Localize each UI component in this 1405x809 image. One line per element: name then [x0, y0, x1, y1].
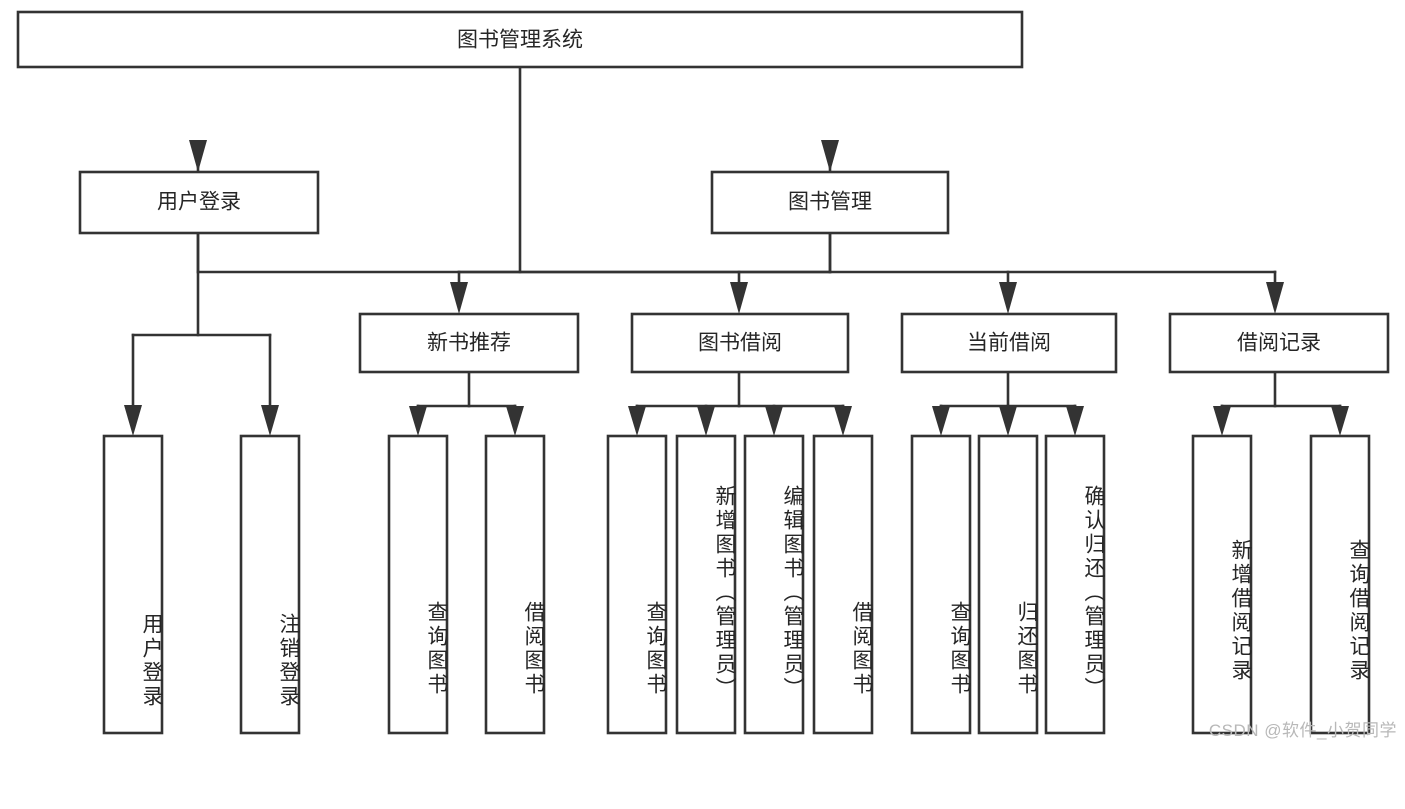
leaf-book-borrow-1-box[interactable]: [606, 434, 668, 735]
arrowhead-newbook-child-2: [506, 406, 524, 436]
arrowhead-borrow-child-1: [628, 406, 646, 436]
leaf-user-login-1-box[interactable]: [102, 434, 164, 735]
arrowhead-newbook: [450, 282, 468, 314]
node-new-book-label: 新书推荐: [427, 332, 511, 355]
node-user-login-label: 用户登录: [157, 191, 241, 214]
arrowhead-borrow-child-4: [834, 406, 852, 436]
tree-diagram-svg: 图书管理系统 用户登录 图书管理 新书推荐 图书借阅 当前借阅 借阅记录: [16, 10, 1390, 735]
leaf-user-login-2-box[interactable]: [239, 434, 301, 735]
leaf-book-borrow-4-box[interactable]: [812, 434, 874, 735]
leaf-current-borrow-2-box[interactable]: [977, 434, 1039, 735]
node-borrow-record-box[interactable]: [1168, 312, 1390, 374]
node-new-book-box[interactable]: [358, 312, 580, 374]
leaf-book-borrow-3-box[interactable]: [743, 434, 805, 735]
leaf-borrow-record-1-box[interactable]: [1191, 434, 1253, 735]
arrowhead-borrowrecord: [1266, 282, 1284, 314]
arrowhead-record-child-2: [1331, 406, 1349, 436]
node-layer: 图书管理系统 用户登录 图书管理 新书推荐 图书借阅 当前借阅 借阅记录: [16, 10, 1390, 735]
arrowhead-userlogin-child-1: [124, 405, 142, 436]
node-book-borrow-label: 图书借阅: [698, 332, 782, 355]
node-book-manage-box[interactable]: [710, 170, 950, 235]
leaf-borrow-record-2-box[interactable]: [1309, 434, 1371, 735]
leaf-current-borrow-3-box[interactable]: [1044, 434, 1106, 735]
arrowhead-borrow-child-3: [765, 406, 783, 436]
node-root-box[interactable]: [16, 10, 1024, 69]
arrowhead-current-child-1: [932, 406, 950, 436]
node-current-borrow-box[interactable]: [900, 312, 1118, 374]
arrowhead-bookborrow: [730, 282, 748, 314]
arrowhead-newbook-child-1: [409, 406, 427, 436]
leaf-book-borrow-2-box[interactable]: [675, 434, 737, 735]
arrowhead-book-manage: [821, 140, 839, 172]
leaf-current-borrow-1-box[interactable]: [910, 434, 972, 735]
node-current-borrow-label: 当前借阅: [967, 332, 1051, 355]
node-user-login-box[interactable]: [78, 170, 320, 235]
diagram-canvas: 图书管理系统 用户登录 图书管理 新书推荐 图书借阅 当前借阅 借阅记录: [16, 10, 1397, 740]
node-book-borrow-box[interactable]: [630, 312, 850, 374]
arrowhead-currentborrow: [999, 282, 1017, 314]
arrowhead-layer: [124, 140, 1349, 436]
node-borrow-record-label: 借阅记录: [1237, 332, 1321, 355]
arrowhead-record-child-1: [1213, 406, 1231, 436]
arrowhead-userlogin-child-2: [261, 405, 279, 436]
node-book-manage-label: 图书管理: [788, 191, 872, 214]
arrowhead-current-child-2: [999, 406, 1017, 436]
csdn-watermark: CSDN @软件_小贺同学: [1208, 721, 1397, 740]
arrowhead-borrow-child-2: [697, 406, 715, 436]
node-root-label: 图书管理系统: [457, 29, 583, 52]
arrowhead-user-login: [189, 140, 207, 172]
leaf-new-book-2-box[interactable]: [484, 434, 546, 735]
arrowhead-current-child-3: [1066, 406, 1084, 436]
leaf-new-book-1-box[interactable]: [387, 434, 449, 735]
